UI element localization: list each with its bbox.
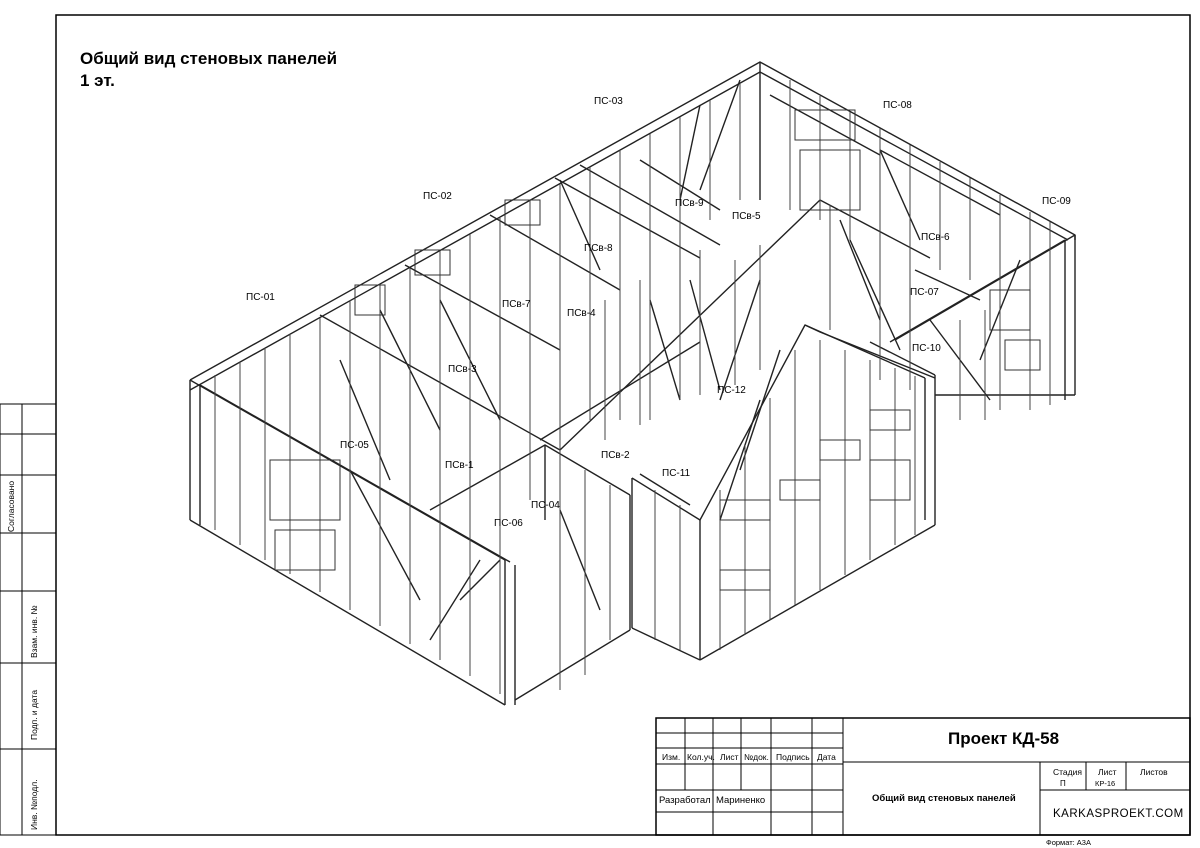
drawing-title-line1: Общий вид стеновых панелей bbox=[80, 49, 338, 68]
stamp-soglasovano: Согласовано bbox=[6, 480, 16, 532]
format-label: Формат: А3А bbox=[1046, 838, 1091, 847]
panel-label: ПСв-7 bbox=[502, 299, 531, 310]
panel-label: ПСв-4 bbox=[567, 308, 596, 319]
stage-value: П bbox=[1060, 779, 1066, 788]
col-data: Дата bbox=[817, 752, 836, 762]
panel-label: ПС-08 bbox=[883, 100, 912, 111]
company-name: KARKASPROEKT.COM bbox=[1053, 808, 1184, 820]
panel-label: ПС-10 bbox=[912, 343, 941, 354]
panel-label: ПСв-6 bbox=[921, 232, 950, 243]
stage-label: Стадия bbox=[1053, 767, 1082, 777]
sheet-title: Общий вид стеновых панелей bbox=[872, 793, 1016, 804]
developed-label: Разработал bbox=[659, 795, 711, 806]
col-izm: Изм. bbox=[662, 752, 681, 762]
panel-label: ПС-11 bbox=[662, 468, 691, 479]
panel-label: ПС-01 bbox=[246, 292, 275, 303]
stamp-podp: Подп. и дата bbox=[29, 689, 39, 740]
sheet-label: Лист bbox=[1098, 767, 1117, 777]
panel-label: ПС-04 bbox=[531, 500, 560, 511]
drawing-title: Общий вид стеновых панелей 1 эт. bbox=[80, 48, 337, 92]
panel-label: ПСв-2 bbox=[601, 450, 630, 461]
project-title: Проект КД-58 bbox=[948, 729, 1060, 748]
col-list: Лист bbox=[720, 752, 739, 762]
panel-label: ПС-09 bbox=[1042, 196, 1071, 207]
panel-label: ПС-03 bbox=[594, 96, 623, 107]
col-podpis: Подпись bbox=[776, 752, 810, 762]
panel-label: ПС-06 bbox=[494, 518, 523, 529]
panel-label: ПС-05 bbox=[340, 440, 369, 451]
panel-label: ПСв-9 bbox=[675, 198, 704, 209]
panel-label: ПС-12 bbox=[717, 385, 746, 396]
sheets-label: Листов bbox=[1140, 767, 1168, 777]
sheet-value: КР-16 bbox=[1095, 779, 1116, 788]
developer-name: Мариненко bbox=[716, 795, 766, 806]
stamp-inv: Инв. №подл. bbox=[29, 779, 39, 830]
stamp-vzam: Взам. инв. № bbox=[29, 605, 39, 658]
col-ndok: №док. bbox=[744, 752, 769, 762]
panel-label: ПСв-3 bbox=[448, 364, 477, 375]
panel-label: ПС-02 bbox=[423, 191, 452, 202]
panel-label: ПСв-1 bbox=[445, 460, 474, 471]
drawing-title-line2: 1 эт. bbox=[80, 71, 115, 90]
panel-label: ПСв-8 bbox=[584, 243, 613, 254]
col-koluch: Кол.уч. bbox=[687, 752, 715, 762]
panel-label: ПС-07 bbox=[910, 287, 939, 298]
panel-label: ПСв-5 bbox=[732, 211, 761, 222]
